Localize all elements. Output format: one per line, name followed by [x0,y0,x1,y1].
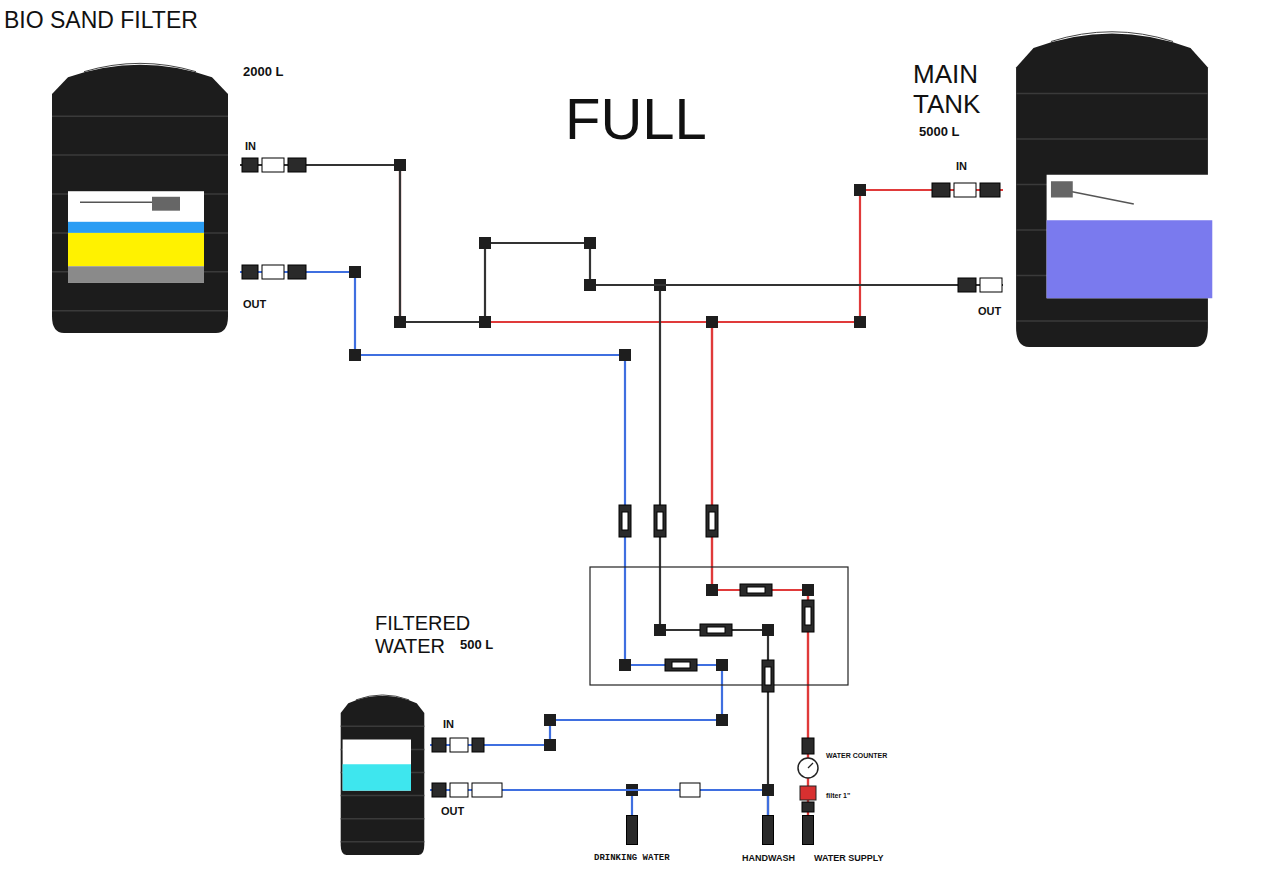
elbow-fitting [854,184,866,196]
elbow-fitting [349,266,361,278]
elbow-fitting [762,624,774,636]
elbow-fitting [394,316,406,328]
outlet-node: DRINKING WATER [582,815,682,865]
pipe-line [240,272,722,745]
port-label: WATER COUNTER [826,752,887,760]
water-tank: BIO SAND FILTER2000 L [40,55,240,333]
manifold-box [590,567,848,685]
elbow-fitting [716,659,728,671]
elbow-fitting [802,584,814,596]
outlet-node: WATER SUPPLY [800,815,900,865]
elbow-fitting [716,714,728,726]
elbow-fitting [394,316,406,328]
capacity-label: 2000 L [243,65,283,80]
elbow-fitting [706,316,718,328]
port-label: OUT [441,805,464,818]
node-label: WATER SUPPLY [814,853,884,863]
port-label: OUT [978,305,1001,318]
elbow-fitting [394,159,406,171]
port-label: IN [443,718,454,731]
elbow-fitting [544,739,556,751]
elbow-fitting [762,784,774,796]
port-label: filter 1" [826,792,850,800]
node-label: HANDWASH [742,853,795,863]
pipe-line [712,190,1003,815]
elbow-fitting [654,624,666,636]
port-label: IN [245,140,256,153]
status-title: FULL [565,86,707,153]
elbow-fitting [584,279,596,291]
elbow-fitting [706,316,718,328]
elbow-fitting [619,659,631,671]
node-label: DRINKING WATER [594,853,670,863]
elbow-fitting [479,237,491,249]
pipe-line [240,165,1003,322]
capacity-label: 500 L [460,638,493,653]
pipe-line [240,165,808,815]
elbow-fitting [802,584,814,596]
elbow-fitting [584,237,596,249]
elbow-fitting [706,584,718,596]
elbow-fitting [854,316,866,328]
port-label: IN [956,160,967,173]
elbow-fitting [479,316,491,328]
elbow-fitting [394,159,406,171]
elbow-fitting [349,349,361,361]
outlet-node: HANDWASH [728,815,804,865]
pipe-line [660,285,1003,815]
pipe-outlet [762,815,774,845]
node-label: MAIN TANK [913,60,1001,120]
water-tank: MAIN TANK5000 L [1003,22,1221,347]
pipe-outlet [802,815,814,845]
pipe-outlet [626,815,638,845]
water-tank: FILTERED WATER500 L [335,690,430,855]
capacity-label: 5000 L [919,125,959,140]
node-label: BIO SAND FILTER [4,7,198,33]
water-meter [798,758,818,778]
filter-symbol [800,786,816,800]
elbow-fitting [706,584,718,596]
elbow-fitting [619,349,631,361]
port-label: OUT [243,298,266,311]
elbow-fitting [544,714,556,726]
